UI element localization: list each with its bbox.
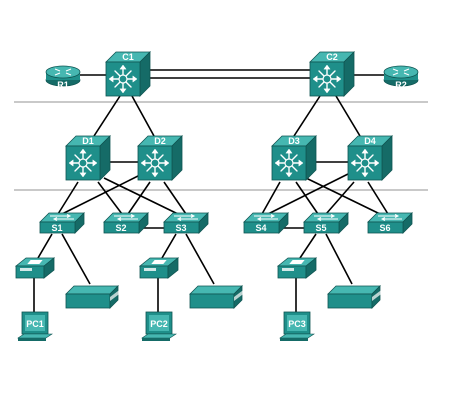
access-switch-s3[interactable]: S3 <box>163 212 209 234</box>
access-switch-s2[interactable]: S2 <box>103 212 149 234</box>
link-c2-d4 <box>335 95 361 137</box>
ip-phone-1[interactable] <box>15 257 55 279</box>
core-switch-c1[interactable]: C1 <box>105 51 151 97</box>
pc-3[interactable]: PC3 <box>279 311 315 342</box>
link-d4-s5 <box>325 181 355 215</box>
access-switch-s5[interactable]: S5 <box>303 212 349 234</box>
link-s5-phone3 <box>299 233 317 259</box>
access-switch-s4-label: S4 <box>255 223 266 233</box>
distribution-switch-d4-label: D4 <box>364 136 376 146</box>
core-switch-c2[interactable]: C2 <box>309 51 355 97</box>
router-r1-label: R1 <box>57 80 69 90</box>
access-switch-s2-label: S2 <box>115 223 126 233</box>
link-d3-s4 <box>261 181 281 215</box>
distribution-switch-d2[interactable]: D2 <box>137 135 183 181</box>
pc-1-label: PC1 <box>26 319 44 329</box>
link-d2-s3 <box>163 181 187 215</box>
ip-phone-icon <box>139 257 179 279</box>
link-c1-d2 <box>131 95 155 137</box>
ip-phone-icon <box>277 257 317 279</box>
link-s3-phone2 <box>161 233 177 259</box>
link-d2-s2 <box>127 181 151 215</box>
access-switch-s6-label: S6 <box>379 223 390 233</box>
printer-2[interactable] <box>189 285 247 309</box>
core-switch-c2-label: C2 <box>326 52 338 62</box>
pc-2-label: PC2 <box>150 319 168 329</box>
router-r2[interactable]: R2 <box>383 65 419 90</box>
ip-phone-icon <box>15 257 55 279</box>
printer-icon <box>327 285 385 309</box>
link-s3-printer2 <box>185 233 215 285</box>
link-d1-s1 <box>57 181 79 215</box>
access-switch-s3-label: S3 <box>175 223 186 233</box>
link-s1-printer1 <box>61 233 91 285</box>
distribution-switch-d1-label: D1 <box>82 136 94 146</box>
printer-1[interactable] <box>65 285 123 309</box>
core-switch-c1-label: C1 <box>122 52 134 62</box>
link-s1-phone1 <box>37 233 53 259</box>
link-d4-s4 <box>267 173 349 215</box>
pc-1[interactable]: PC1 <box>17 311 53 342</box>
pc-3-label: PC3 <box>288 319 306 329</box>
printer-icon <box>189 285 247 309</box>
ip-phone-2[interactable] <box>139 257 179 279</box>
link-s5-printer3 <box>325 233 353 285</box>
distribution-switch-d1[interactable]: D1 <box>65 135 111 181</box>
access-switch-s4[interactable]: S4 <box>243 212 289 234</box>
access-switch-s5-label: S5 <box>315 223 326 233</box>
printer-icon <box>65 285 123 309</box>
link-c2-d3 <box>293 95 321 137</box>
router-r1[interactable]: R1 <box>45 65 81 90</box>
pc-2[interactable]: PC2 <box>141 311 177 342</box>
distribution-switch-d4[interactable]: D4 <box>347 135 393 181</box>
access-switch-s6[interactable]: S6 <box>367 212 413 234</box>
link-d4-s6 <box>367 181 389 215</box>
link-d3-s5 <box>295 181 319 215</box>
link-d3-s6 <box>305 177 381 215</box>
link-d1-s2 <box>97 181 123 215</box>
link-d2-s1 <box>61 173 143 215</box>
distribution-switch-d3-label: D3 <box>288 136 300 146</box>
printer-3[interactable] <box>327 285 385 309</box>
distribution-switch-d2-label: D2 <box>154 136 166 146</box>
link-c1-d1 <box>93 95 121 137</box>
ip-phone-3[interactable] <box>277 257 317 279</box>
access-switch-s1[interactable]: S1 <box>39 212 85 234</box>
distribution-switch-d3[interactable]: D3 <box>271 135 317 181</box>
access-switch-s1-label: S1 <box>51 223 62 233</box>
router-r2-label: R2 <box>395 80 407 90</box>
links <box>33 69 389 312</box>
